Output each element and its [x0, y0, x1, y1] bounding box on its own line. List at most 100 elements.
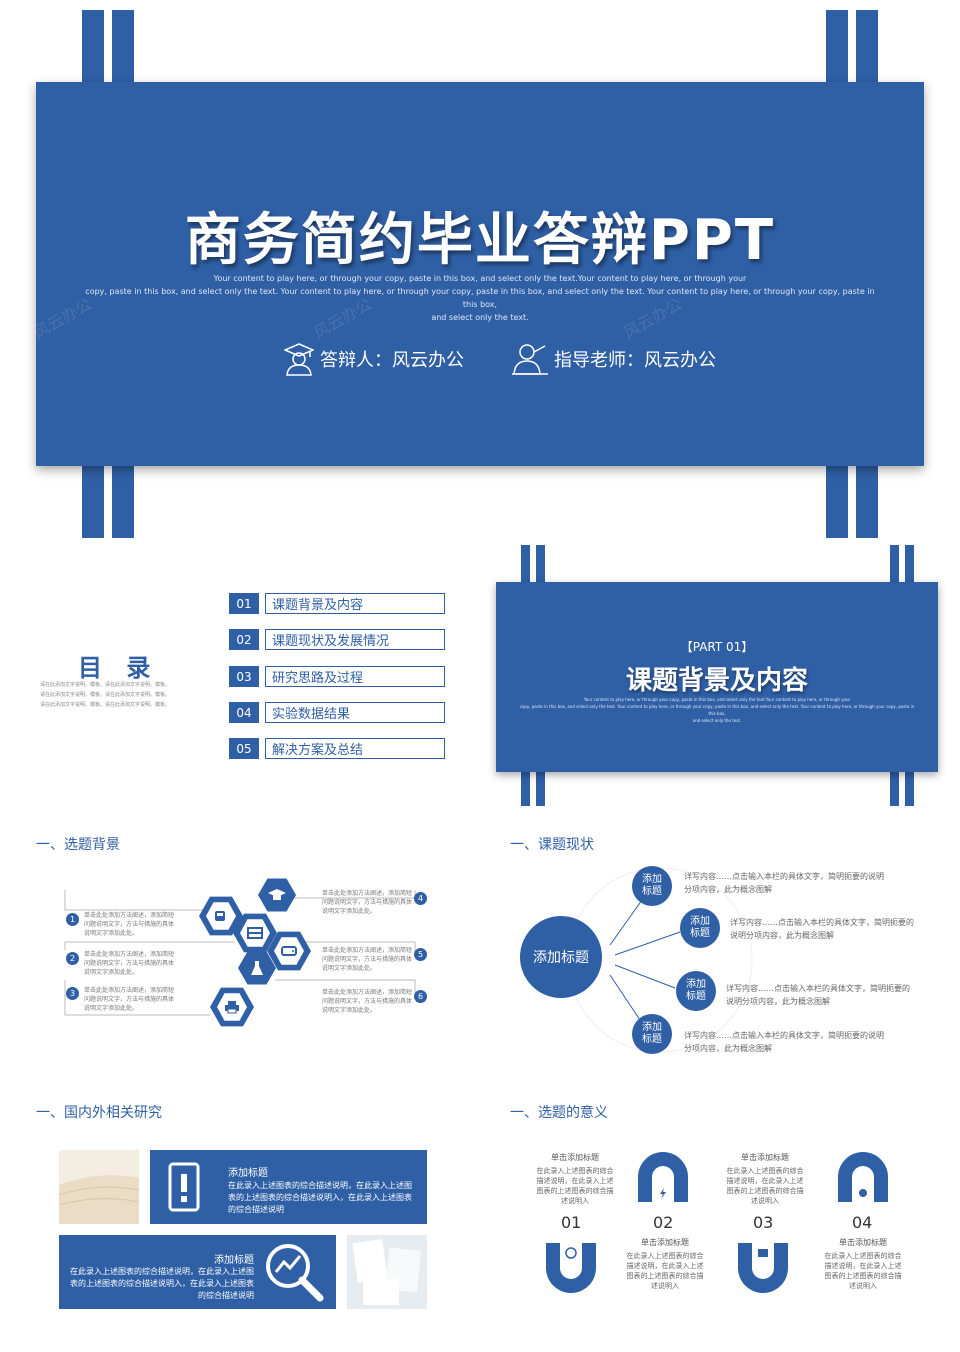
decor-bar	[521, 545, 530, 585]
part-title: 课题背景及内容	[625, 666, 808, 696]
book-photo	[59, 1150, 139, 1224]
info-box	[150, 1150, 427, 1224]
graduate-icon	[284, 343, 314, 376]
toc-number: 02	[229, 629, 259, 650]
cover-card	[36, 82, 924, 466]
branch-node: 添加标题	[632, 866, 672, 906]
toc-item[interactable]: 03 研究思路及过程	[229, 666, 445, 687]
flag-icon	[247, 927, 263, 939]
open-book-photo	[347, 1235, 427, 1309]
item-title: 单击添加标题	[839, 1238, 887, 1247]
presenter: 答辩人：风云办公	[284, 342, 464, 376]
step-number: 2	[66, 952, 79, 965]
drive-icon	[281, 946, 297, 956]
section-heading: 一、课题现状	[510, 837, 594, 853]
toc-number: 01	[229, 593, 259, 614]
step-number: 6	[414, 990, 427, 1003]
step-number: 4	[414, 892, 427, 905]
box-title: 添加标题	[214, 1255, 254, 1266]
item-title: 单击添加标题	[641, 1238, 689, 1247]
item-number: 04	[852, 1213, 873, 1232]
toc-label: 研究思路及过程	[265, 666, 445, 687]
step-text: 单击此处添加方法阐述，添加简短问题说明文字，方法与措施的具体说明文字添加此处。	[84, 951, 175, 976]
decor-bar	[82, 464, 104, 538]
branch-text: 详写内容……点击输入本栏的具体文字，简明扼要的说明分项内容，此为概念图解	[726, 984, 910, 1006]
globe-icon	[565, 1247, 577, 1259]
toc-label: 课题背景及内容	[265, 593, 445, 614]
step-text: 单击此处添加方法阐述，添加简短问题说明文字，方法与措施的具体说明文字添加此处。	[84, 987, 175, 1012]
item-number: 02	[653, 1213, 674, 1232]
toc-item[interactable]: 01 课题背景及内容	[229, 593, 445, 614]
decor-bar	[890, 770, 899, 806]
branch-text: 详写内容……点击输入本栏的具体文字，简明扼要的说明分项内容，此为概念图解	[684, 1031, 884, 1053]
step-number: 5	[414, 948, 427, 961]
step-text: 单击此处添加方法阐述，添加简短问题说明文字，方法与措施的具体说明文字添加此处。	[322, 947, 413, 972]
step-text: 单击此处添加方法阐述，添加简短问题说明文字，方法与措施的具体说明文字添加此处。	[322, 989, 413, 1014]
decor-bar	[112, 10, 134, 85]
cover-title: 商务简约毕业答辩PPT	[184, 208, 776, 273]
branch-node: 添加标题	[680, 908, 720, 948]
gear-icon	[859, 1189, 867, 1197]
decor-bar	[521, 770, 530, 806]
decor-bar	[890, 545, 899, 585]
toc-number: 04	[229, 702, 259, 723]
hexagon-icon	[238, 951, 276, 985]
toc-label: 解决方案及总结	[265, 738, 445, 759]
flask-icon	[251, 961, 263, 975]
printer-icon	[225, 1001, 239, 1014]
cup-icon	[215, 911, 225, 921]
u-shape-down	[738, 1243, 788, 1293]
u-shape-down	[546, 1243, 596, 1293]
branch-text: 详写内容……点击输入本栏的具体文字，简明扼要的说明分项内容，此为概念图解	[684, 872, 884, 894]
item-text: 在此录入上述图表的综合描述说明，在此录入上述图表的上述图表的综合描述说明入	[726, 1167, 804, 1205]
item-text: 在此录入上述图表的综合描述说明，在此录入上述图表的上述图表的综合描述说明入	[626, 1252, 704, 1290]
decor-bar	[536, 545, 545, 585]
item-title: 单击添加标题	[741, 1153, 789, 1162]
decor-bar	[112, 464, 134, 538]
item-number: 03	[753, 1213, 774, 1232]
step-number: 3	[66, 987, 79, 1000]
decor-bar	[826, 464, 848, 538]
step-number: 1	[66, 913, 79, 926]
connector-lines	[64, 890, 416, 1016]
u-shape-up	[838, 1152, 888, 1202]
toc-label: 实验数据结果	[265, 702, 445, 723]
step-text: 单击此处添加方法阐述，添加简短问题说明文字，方法与措施的具体说明文字添加此处。	[322, 890, 413, 915]
toc-note: 请在此添加文字说明。模板。请在此添加文字说明。模板。 请在此添加文字说明。模板。…	[40, 682, 171, 708]
hexagon-icon	[267, 931, 311, 971]
toc-label: 课题现状及发展情况	[265, 629, 445, 650]
decor-bar	[826, 10, 848, 85]
center-node: 添加标题	[520, 916, 602, 998]
box-text: 在此录入上述图表的综合描述说明，在此录入上述图表的上述图表的综合描述说明入，在此…	[228, 1181, 412, 1214]
toc-title: 目 录	[78, 654, 159, 682]
decor-bar	[856, 10, 878, 85]
branch-text: 详写内容……点击输入本栏的具体文字，简明扼要的说明分项内容，此为概念图解	[730, 918, 914, 940]
branch-node: 添加标题	[676, 971, 716, 1011]
part-description: Your content to play here, or through yo…	[519, 697, 915, 723]
step-text: 单击此处添加方法阐述，添加简短问题说明文字，方法与措施的具体说明文字添加此处。	[84, 912, 175, 937]
item-title: 单击添加标题	[551, 1153, 599, 1162]
graduate-icon	[268, 889, 286, 900]
toc-item[interactable]: 02 课题现状及发展情况	[229, 629, 445, 650]
lightning-icon	[660, 1188, 666, 1199]
toc-item[interactable]: 05 解决方案及总结	[229, 738, 445, 759]
decor-bar	[82, 10, 104, 85]
section-heading: 一、国内外相关研究	[36, 1105, 162, 1121]
magnifier-chart-icon	[266, 1244, 324, 1302]
part-card	[496, 582, 938, 772]
phone-alert-icon	[168, 1162, 200, 1212]
book-icon	[758, 1249, 768, 1257]
box-text: 在此录入上述图表的综合描述说明，在此录入上述图表的上述图表的综合描述说明入，在此…	[70, 1267, 254, 1300]
decor-bar	[905, 770, 914, 806]
toc-item[interactable]: 04 实验数据结果	[229, 702, 445, 723]
decor-bar	[536, 770, 545, 806]
cover-description: Your content to play here, or through yo…	[85, 274, 875, 322]
decor-bar	[856, 464, 878, 538]
section-heading: 一、选题的意义	[510, 1105, 608, 1121]
branch-node: 添加标题	[632, 1014, 672, 1054]
decor-bar	[905, 545, 914, 585]
item-text: 在此录入上述图表的综合描述说明，在此录入上述图表的上述图表的综合描述说明入	[536, 1167, 614, 1205]
part-label: 【PART 01】	[680, 640, 754, 654]
box-title: 添加标题	[228, 1168, 268, 1179]
hexagon-icon	[258, 878, 296, 912]
